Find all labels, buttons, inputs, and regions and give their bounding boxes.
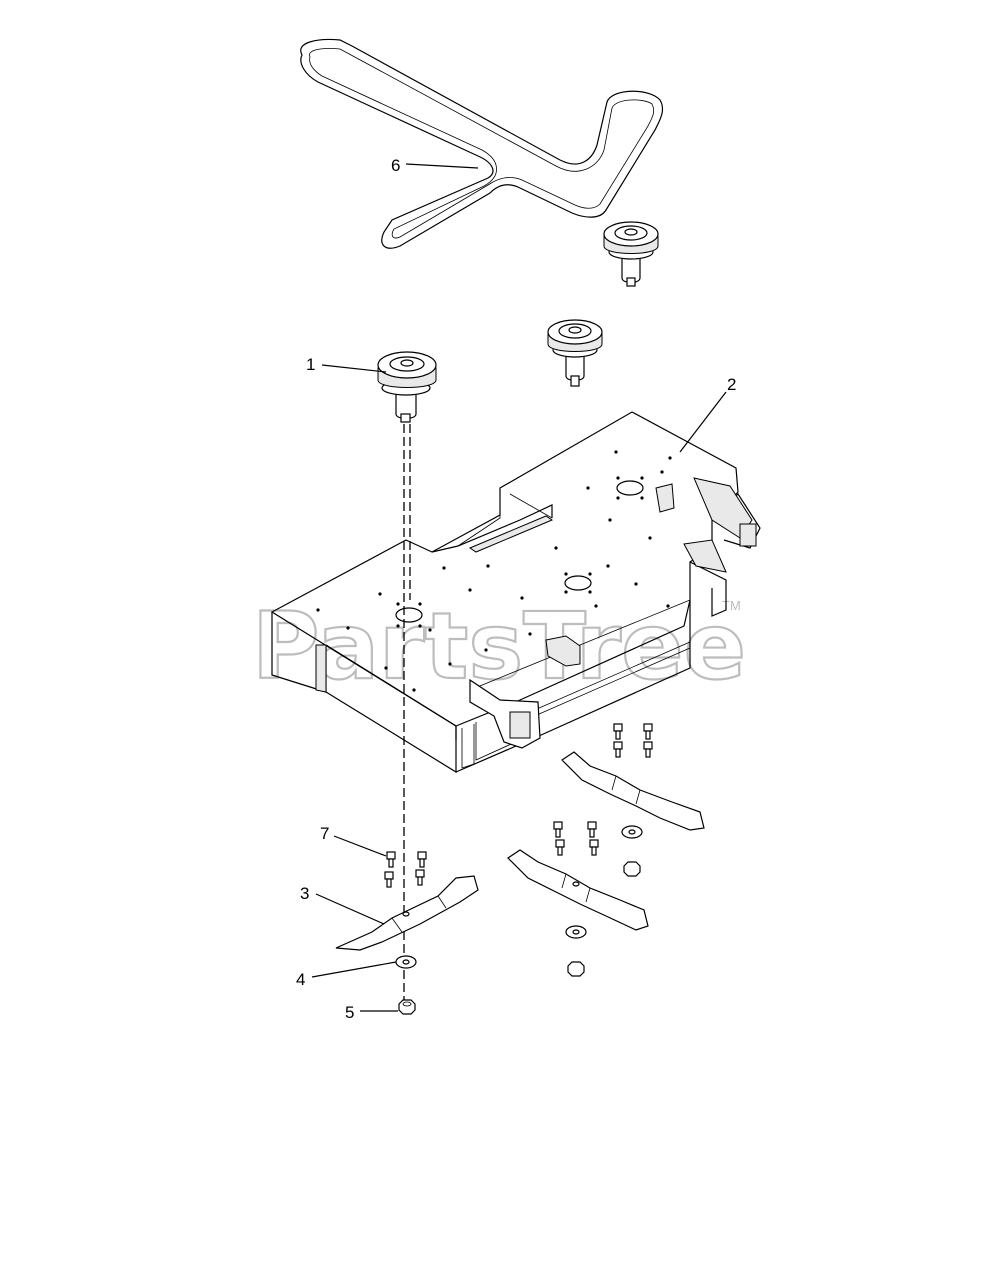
blade-bolts-right-lower xyxy=(553,821,599,856)
blade-bolts-right-upper xyxy=(613,723,653,758)
spindle-assembly-left xyxy=(377,351,437,423)
callout-2: 2 xyxy=(727,375,736,394)
callout-5: 5 xyxy=(345,1003,354,1022)
spindle-assembly-middle xyxy=(547,319,603,387)
callout-3: 3 xyxy=(300,884,309,903)
blade-right-lower xyxy=(507,849,649,931)
callout-7: 7 xyxy=(320,824,329,843)
mower-deck xyxy=(270,411,761,774)
blade-set-left xyxy=(335,851,479,1015)
blade-set-right-upper xyxy=(561,723,705,877)
blade-bolts-left xyxy=(384,851,427,888)
callout-4: 4 xyxy=(296,970,305,989)
leader-lines xyxy=(311,163,727,1012)
nut-left xyxy=(398,999,416,1015)
callout-labels: 1 2 3 4 5 6 7 xyxy=(296,156,736,1022)
callout-6: 6 xyxy=(391,156,400,175)
drive-belt xyxy=(300,38,664,249)
nut-right-upper xyxy=(623,861,641,877)
washer-right-upper xyxy=(621,825,643,839)
washer-left xyxy=(395,955,417,969)
callout-1: 1 xyxy=(306,355,315,374)
nut-right-lower xyxy=(567,961,585,977)
washer-right-lower xyxy=(565,925,587,939)
blade-right-upper xyxy=(561,751,705,831)
deck-holes xyxy=(316,450,672,692)
watermark-trademark: TM xyxy=(722,598,741,613)
blade-set-right-lower xyxy=(507,821,649,977)
spindle-assembly-right xyxy=(603,221,659,287)
